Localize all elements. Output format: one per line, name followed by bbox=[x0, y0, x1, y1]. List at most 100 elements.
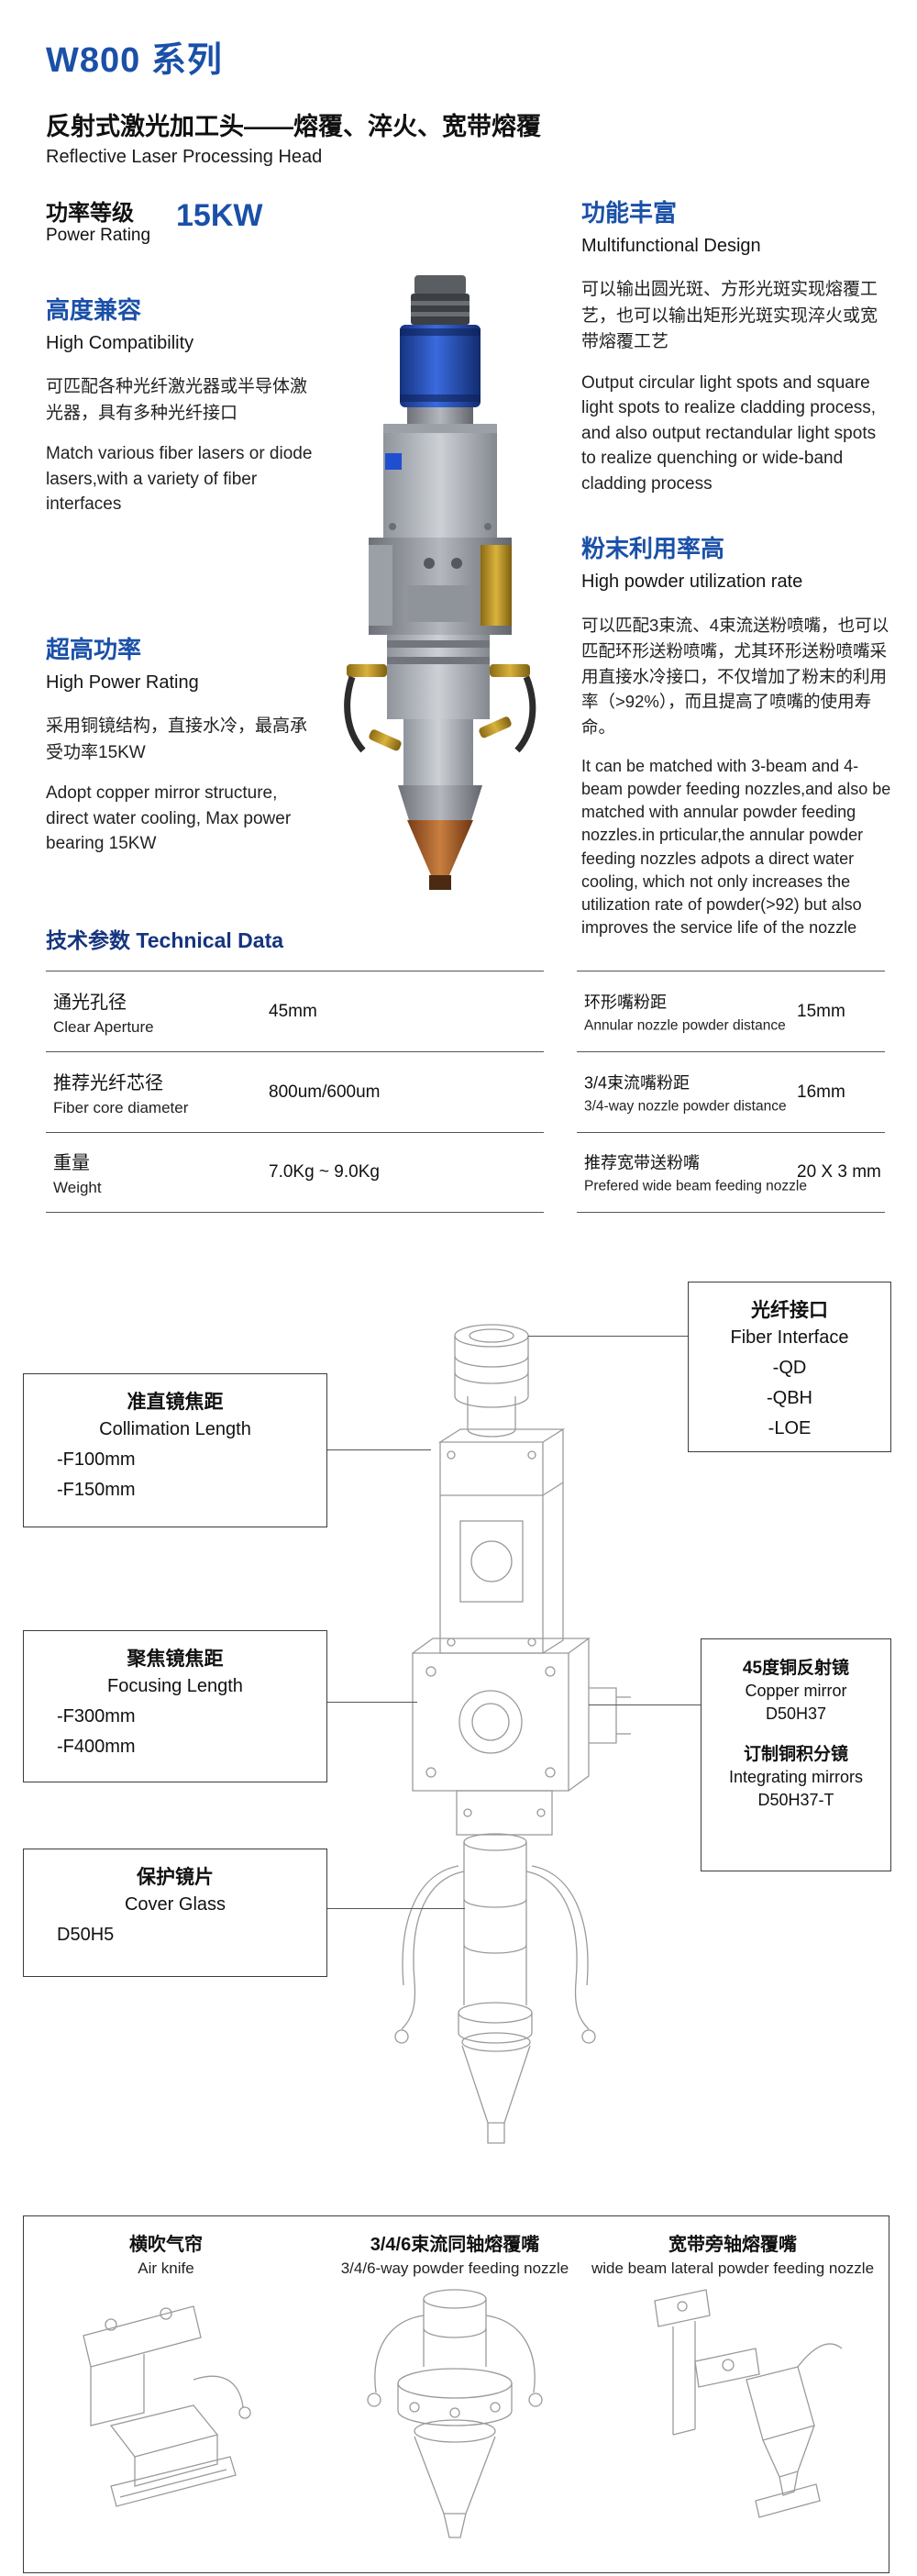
power-rating-label-zh: 功率等级 bbox=[46, 201, 134, 226]
callout-focusing-length: 聚焦镜焦距 Focusing Length -F300mm -F400mm bbox=[23, 1630, 327, 1782]
leader-line-focusing bbox=[327, 1702, 417, 1703]
leader-line-fiber bbox=[528, 1336, 688, 1337]
param-name-zh: 推荐光纤芯径 bbox=[53, 1072, 163, 1094]
accessory-title-zh: 3/4/6束流同轴熔覆嘴 bbox=[370, 2235, 540, 2255]
param-value: 20 X 3 mm bbox=[797, 1162, 881, 1182]
table-row: 推荐宽带送粉嘴 Prefered wide beam feeding nozzle… bbox=[577, 1132, 885, 1213]
feature-title-zh: 超高功率 bbox=[46, 636, 142, 663]
callout-title-en: Copper mirror bbox=[745, 1682, 847, 1700]
callout-option: -LOE bbox=[768, 1418, 812, 1438]
feature-high-power: 超高功率 High Power Rating 采用铜镜结构，直接水冷，最高承受功… bbox=[46, 631, 323, 857]
param-value: 45mm bbox=[269, 1001, 317, 1021]
param-name-en: 3/4-way nozzle powder distance bbox=[584, 1098, 787, 1114]
callout-value2: D50H37-T bbox=[757, 1791, 834, 1809]
leader-line-copper bbox=[589, 1704, 701, 1705]
callout-title-zh: 准直镜焦距 bbox=[127, 1392, 224, 1413]
feature-body-zh: 可以输出圆光斑、方形光斑实现熔覆工艺，也可以输出矩形光斑实现淬火或宽带熔覆工艺 bbox=[581, 280, 878, 351]
callout-collimation-length: 准直镜焦距 Collimation Length -F100mm -F150mm bbox=[23, 1373, 327, 1527]
laser-head-line-drawing bbox=[394, 1324, 631, 2144]
subtitle-en: Reflective Laser Processing Head bbox=[46, 147, 323, 167]
callout-title-en: Cover Glass bbox=[124, 1894, 226, 1915]
callout-title-zh: 45度铜反射镜 bbox=[742, 1659, 850, 1678]
accessory-title-en: Air knife bbox=[138, 2260, 194, 2277]
param-value: 7.0Kg ~ 9.0Kg bbox=[269, 1162, 380, 1182]
accessories-panel: 横吹气帘 Air knife 3/4/6束流同轴熔覆嘴 3/4/6-way po… bbox=[23, 2215, 889, 2573]
accessory-title-en: 3/4/6-way powder feeding nozzle bbox=[340, 2260, 569, 2277]
param-name-zh: 通光孔径 bbox=[53, 992, 127, 1013]
callout-option: -F400mm bbox=[57, 1737, 136, 1757]
param-value: 800um/600um bbox=[269, 1082, 381, 1102]
leader-line-cover-glass bbox=[327, 1908, 465, 1909]
feature-body-en: Output circular light spots and square l… bbox=[581, 372, 877, 494]
feature-title-en: High Power Rating bbox=[46, 672, 199, 693]
table-row: 通光孔径 Clear Aperture 45mm bbox=[46, 971, 544, 1051]
feature-title-en: Multifunctional Design bbox=[581, 236, 761, 256]
technical-table-left: 通光孔径 Clear Aperture 45mm 推荐光纤芯径 Fiber core… bbox=[46, 971, 544, 1213]
callout-cover-glass: 保护镜片 Cover Glass D50H5 bbox=[23, 1849, 327, 1977]
technical-data-title: 技术参数 Technical Data bbox=[46, 928, 284, 952]
feature-body-en: Match various fiber lasers or diode lase… bbox=[46, 444, 313, 515]
table-row: 环形嘴粉距 Annular nozzle powder distance 15mm bbox=[577, 971, 885, 1051]
feature-title-en: High Compatibility bbox=[46, 333, 194, 353]
callout-option: -F150mm bbox=[57, 1480, 136, 1500]
param-name-zh: 3/4束流嘴粉距 bbox=[584, 1073, 691, 1092]
lateral-nozzle-drawing bbox=[654, 2289, 843, 2518]
callout-value: D50H5 bbox=[57, 1925, 115, 1945]
feature-powder-utilization: 粉末利用率高 High powder utilization rate 可以匹配… bbox=[581, 530, 893, 939]
param-name-en: Clear Aperture bbox=[53, 1017, 154, 1036]
callout-title-en: Collimation Length bbox=[99, 1419, 251, 1439]
param-name-en: Prefered wide beam feeding nozzle bbox=[584, 1178, 807, 1194]
feature-title-zh: 粉末利用率高 bbox=[581, 535, 725, 562]
leader-line-collimation bbox=[327, 1449, 431, 1450]
feature-body-zh: 采用铜镜结构，直接水冷，最高承受功率15KW bbox=[46, 716, 308, 762]
callout-option: -QBH bbox=[767, 1388, 812, 1408]
callout-copper-mirror: 45度铜反射镜 Copper mirror D50H37 订制铜积分镜 Inte… bbox=[701, 1638, 891, 1871]
callout-title2-en: Integrating mirrors bbox=[728, 1768, 864, 1786]
accessory-title-en: wide beam lateral powder feeding nozzle bbox=[591, 2260, 875, 2277]
callout-title-en: Focusing Length bbox=[107, 1676, 243, 1696]
power-rating-value: 15KW bbox=[176, 198, 263, 233]
feature-title-zh: 高度兼容 bbox=[46, 296, 142, 324]
table-row: 重量 Weight 7.0Kg ~ 9.0Kg bbox=[46, 1132, 544, 1213]
param-name-zh: 环形嘴粉距 bbox=[584, 993, 667, 1011]
power-rating-label-en: Power Rating bbox=[46, 226, 151, 245]
param-name-zh: 重量 bbox=[53, 1153, 90, 1173]
accessory-title-zh: 横吹气帘 bbox=[129, 2235, 203, 2255]
param-name-en: Weight bbox=[53, 1179, 102, 1196]
callout-title-en: Fiber Interface bbox=[730, 1327, 849, 1348]
feature-body-en: It can be matched with 3-beam and 4-beam… bbox=[581, 756, 891, 938]
callout-title-zh: 光纤接口 bbox=[751, 1300, 828, 1321]
product-photo bbox=[319, 273, 561, 897]
feature-multifunctional: 功能丰富 Multifunctional Design 可以输出圆光斑、方形光斑… bbox=[581, 194, 891, 496]
feature-title-zh: 功能丰富 bbox=[581, 199, 678, 227]
laser-head-photo-illustration bbox=[344, 275, 536, 890]
param-name-en: Fiber core diameter bbox=[53, 1098, 189, 1116]
feature-high-compatibility: 高度兼容 High Compatibility 可匹配各种光纤激光器或半导体激光… bbox=[46, 292, 323, 517]
callout-title-zh: 保护镜片 bbox=[137, 1867, 214, 1888]
coaxial-nozzle-drawing bbox=[367, 2289, 543, 2538]
callout-option: -F300mm bbox=[57, 1706, 136, 1727]
feature-body-en: Adopt copper mirror structure, direct wa… bbox=[46, 783, 292, 854]
feature-body-zh: 可以匹配3束流、4束流送粉喷嘴，也可以匹配环形送粉喷嘴，尤其环形送粉喷嘴采用直接… bbox=[581, 616, 889, 737]
accessory-lateral-nozzle: 宽带旁轴熔覆嘴 wide beam lateral powder feeding… bbox=[581, 2229, 884, 2278]
param-value: 15mm bbox=[797, 1001, 845, 1021]
table-row: 推荐光纤芯径 Fiber core diameter 800um/600um bbox=[46, 1051, 544, 1132]
page-title: W800 系列 bbox=[46, 41, 223, 80]
callout-option: -QD bbox=[772, 1358, 807, 1378]
callout-title2-zh: 订制铜积分镜 bbox=[743, 1745, 848, 1764]
param-name-en: Annular nozzle powder distance bbox=[584, 1017, 786, 1033]
feature-title-en: High powder utilization rate bbox=[581, 572, 803, 592]
callout-value: D50H37 bbox=[765, 1704, 827, 1723]
subtitle-zh: 反射式激光加工头——熔覆、淬火、宽带熔覆 bbox=[46, 113, 541, 140]
accessory-coaxial-nozzle: 3/4/6束流同轴熔覆嘴 3/4/6-way powder feeding no… bbox=[271, 2229, 638, 2278]
accessory-title-zh: 宽带旁轴熔覆嘴 bbox=[668, 2235, 797, 2255]
table-row: 3/4束流嘴粉距 3/4-way nozzle powder distance 1… bbox=[577, 1051, 885, 1132]
accessory-air-knife: 横吹气帘 Air knife bbox=[51, 2229, 281, 2278]
air-knife-drawing bbox=[83, 2305, 251, 2507]
callout-option: -F100mm bbox=[57, 1449, 136, 1470]
param-value: 16mm bbox=[797, 1082, 845, 1102]
technical-table-right: 环形嘴粉距 Annular nozzle powder distance 15mm… bbox=[577, 971, 885, 1213]
feature-body-zh: 可匹配各种光纤激光器或半导体激光器，具有多种光纤接口 bbox=[46, 377, 308, 423]
head-wireframe-drawing bbox=[348, 1312, 660, 2193]
param-name-zh: 推荐宽带送粉嘴 bbox=[584, 1153, 700, 1172]
